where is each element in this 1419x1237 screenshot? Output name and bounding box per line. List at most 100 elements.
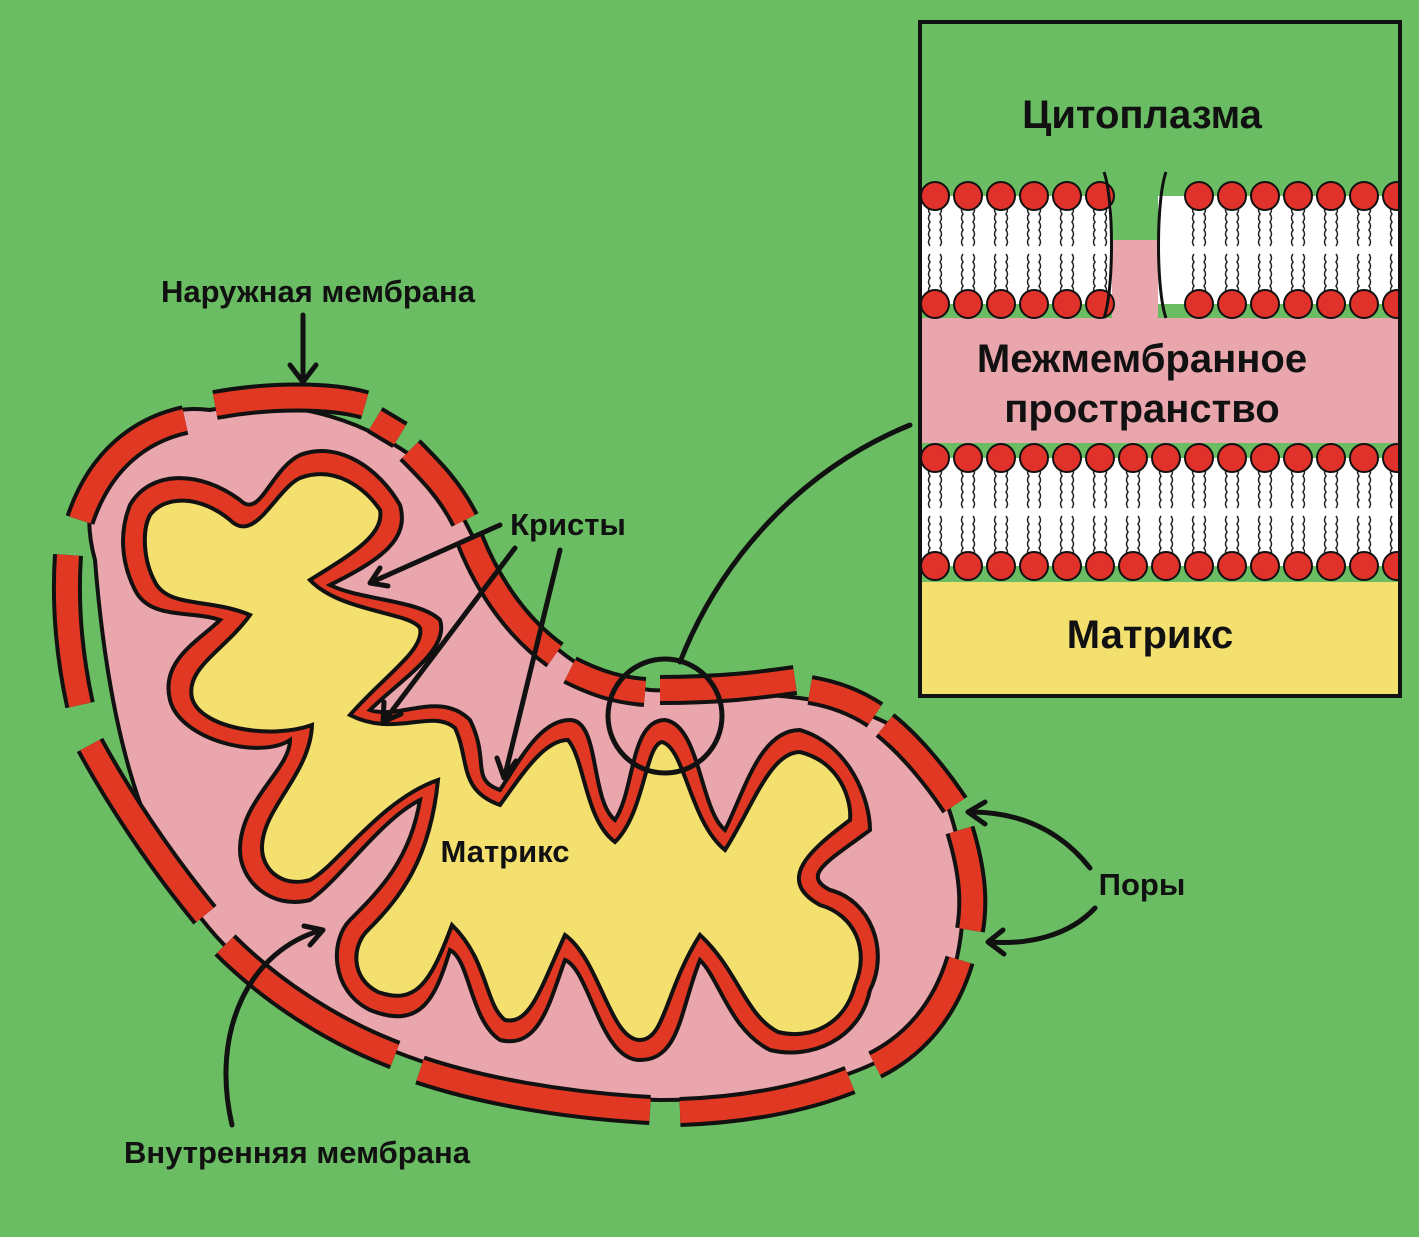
phospholipid-head	[1283, 443, 1313, 473]
lipid-tail	[993, 467, 997, 509]
lipid-tail	[1092, 515, 1096, 557]
lipid-tail	[1104, 205, 1108, 247]
lipid-tail	[960, 467, 964, 509]
inner-membrane-label: Внутренняя мембрана	[124, 1135, 471, 1170]
lipid-tail	[1269, 205, 1273, 247]
lipid-tail	[1203, 253, 1207, 295]
lipid-tail	[1038, 205, 1042, 247]
phospholipid-head	[920, 551, 950, 581]
lipid-tail	[1356, 515, 1360, 557]
phospholipid-head	[953, 289, 983, 319]
lipid-tail	[1269, 515, 1273, 557]
phospholipid-head	[953, 181, 983, 211]
lipid-tail	[1137, 467, 1141, 509]
lipid-tail	[1059, 515, 1063, 557]
lipid-tail	[1335, 467, 1339, 509]
lipid-tail	[960, 515, 964, 557]
phospholipid-head	[1316, 551, 1346, 581]
lipid-tail	[927, 205, 931, 247]
lipid-tail	[1290, 515, 1294, 557]
lipid-tail	[1191, 253, 1195, 295]
phospholipid-head	[1217, 443, 1247, 473]
lipid-tail	[1038, 467, 1042, 509]
inset-frame	[918, 20, 1402, 698]
lipid-tail	[1402, 468, 1404, 508]
lipid-tail	[1389, 467, 1393, 509]
inset-intermembrane-label-1: Межмембранное	[977, 337, 1307, 381]
lipid-tail	[1104, 253, 1108, 295]
inset-matrix-label: Матрикс	[1067, 613, 1233, 657]
lipid-tail	[1236, 253, 1240, 295]
phospholipid-head	[986, 443, 1016, 473]
lipid-tail	[1302, 467, 1306, 509]
lipid-tail	[960, 253, 964, 295]
phospholipid-head	[920, 181, 950, 211]
phospholipid-head	[1184, 443, 1214, 473]
cristae-label: Кристы	[510, 507, 626, 542]
inset-intermembrane-label-2: пространство	[1004, 387, 1280, 431]
lipid-tail	[1290, 467, 1294, 509]
lipid-tail	[1071, 467, 1075, 509]
membrane-inset: Цитоплазма Межмембранное пространство Ма…	[918, 20, 1404, 698]
lipid-tail	[972, 515, 976, 557]
lipid-tail	[1005, 467, 1009, 509]
lipid-tail	[972, 253, 976, 295]
phospholipid-head	[1349, 443, 1379, 473]
lipid-tail	[1005, 515, 1009, 557]
lipid-tail	[972, 205, 976, 247]
lipid-tail	[1302, 205, 1306, 247]
lipid-tail	[1323, 515, 1327, 557]
label-outer-membrane: Наружная мембрана	[161, 274, 476, 385]
phospholipid-head	[1382, 443, 1400, 473]
lipid-tail	[1402, 206, 1404, 246]
lipid-tail	[1125, 467, 1129, 509]
label-cristae: Кристы	[367, 507, 626, 781]
phospholipid-head	[1184, 551, 1214, 581]
lipid-tail	[1092, 205, 1096, 247]
phospholipid-head	[1184, 289, 1214, 319]
lipid-tail	[1402, 254, 1404, 294]
phospholipid-head	[920, 289, 950, 319]
lipid-tail	[1290, 253, 1294, 295]
lipid-tail	[1402, 516, 1404, 556]
outer-membrane-arrow	[287, 312, 319, 385]
lipid-tail	[1269, 467, 1273, 509]
phospholipid-head	[986, 551, 1016, 581]
pores-label: Поры	[1099, 867, 1186, 902]
lipid-tail	[1026, 467, 1030, 509]
phospholipid-head	[1217, 181, 1247, 211]
lipid-tail	[1191, 467, 1195, 509]
lipid-tail	[1203, 515, 1207, 557]
phospholipid-head	[1382, 551, 1400, 581]
lipid-tail	[1224, 253, 1228, 295]
phospholipid-head	[1283, 181, 1313, 211]
lipid-tail	[1104, 515, 1108, 557]
lipid-tail	[1170, 515, 1174, 557]
lipid-tail	[1038, 253, 1042, 295]
label-inner-membrane: Внутренняя мембрана	[124, 923, 471, 1170]
inset-intermembrane-band	[920, 318, 1400, 443]
lipid-tail	[993, 253, 997, 295]
lipid-tail	[927, 467, 931, 509]
lipid-tail	[1368, 253, 1372, 295]
phospholipid-head	[1250, 443, 1280, 473]
lipid-tail	[1335, 515, 1339, 557]
lipid-tail	[939, 515, 943, 557]
lipid-tail	[960, 205, 964, 247]
phospholipid-head	[1217, 551, 1247, 581]
lipid-tail	[1071, 205, 1075, 247]
lipid-tail	[1038, 515, 1042, 557]
phospholipid-head	[1019, 443, 1049, 473]
phospholipid-head	[1382, 289, 1400, 319]
inner-bilayer-core	[920, 458, 1400, 566]
phospholipid-head	[1349, 551, 1379, 581]
lipid-tail	[1170, 467, 1174, 509]
pore-edge	[1157, 171, 1168, 319]
label-pores: Поры	[965, 799, 1186, 957]
lipid-tail	[1059, 467, 1063, 509]
lipid-tail	[1059, 205, 1063, 247]
lipid-tail	[972, 467, 976, 509]
inset-cytoplasm-label: Цитоплазма	[1022, 93, 1263, 137]
lipid-tail	[1026, 205, 1030, 247]
